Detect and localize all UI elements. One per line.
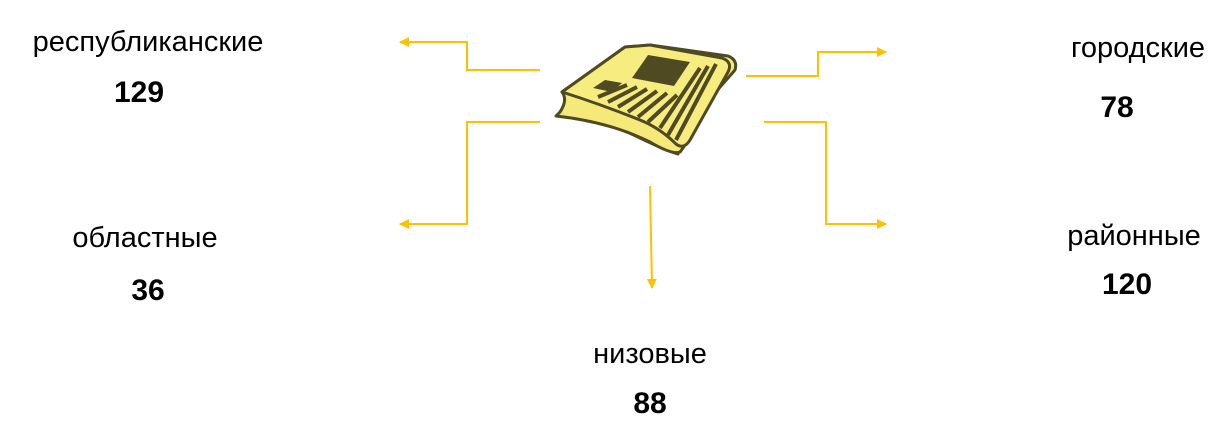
arrow-city (746, 47, 887, 77)
arrow-republican (399, 37, 540, 71)
arrow-regional (399, 121, 540, 229)
label-city: городские (1070, 32, 1206, 64)
count-republican: 129 (113, 76, 165, 109)
label-regional: областные (72, 222, 218, 254)
arrow-district (764, 121, 887, 229)
newspaper-icon (554, 43, 738, 156)
label-district: районные (1067, 220, 1201, 252)
count-district: 120 (1101, 268, 1153, 301)
label-republican: республиканские (32, 26, 264, 58)
count-local: 88 (633, 387, 667, 420)
count-regional: 36 (131, 274, 165, 307)
arrow-local (646, 185, 657, 289)
count-city: 78 (1100, 91, 1134, 124)
label-local: низовые (593, 338, 707, 370)
